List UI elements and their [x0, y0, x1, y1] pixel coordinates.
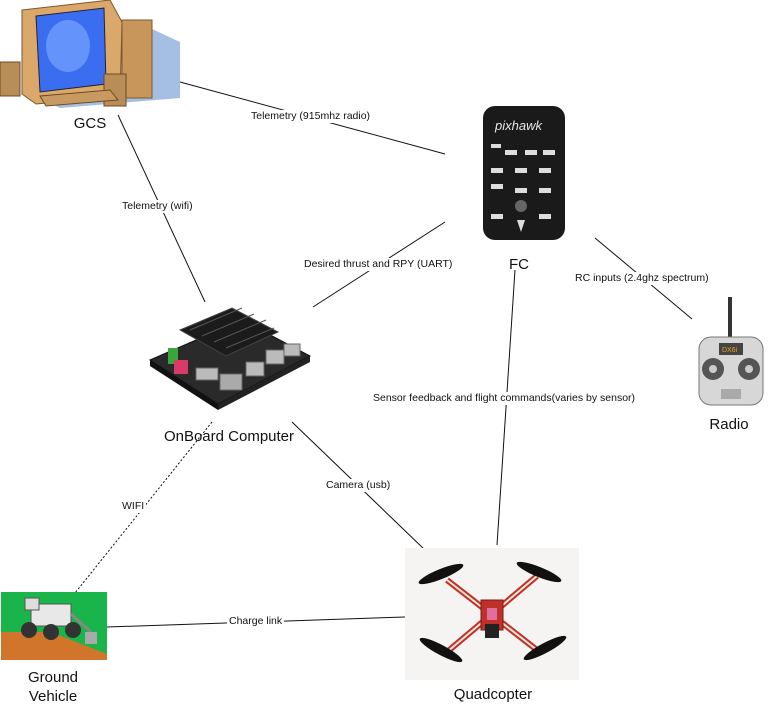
- ground-vehicle-label-line2: Vehicle: [28, 688, 78, 705]
- onboard-computer-label: OnBoard Computer: [163, 428, 295, 445]
- edge-label-ground-quad: Charge link: [227, 615, 285, 628]
- edge-label-gcs-fc: Telemetry (915mhz radio): [249, 110, 373, 123]
- single-board-computer-icon: [148, 307, 312, 410]
- rc-transmitter-icon: DX6i: [698, 297, 764, 406]
- edge-label-onboard-ground: WIFI: [120, 500, 147, 513]
- edge-label-fc-radio: RC inputs (2.4ghz spectrum): [573, 272, 711, 285]
- edge-label-onboard-quad: Camera (usb): [324, 479, 393, 492]
- ground-vehicle-label: Ground Vehicle: [10, 668, 96, 706]
- fc-label: FC: [509, 256, 529, 273]
- fc-brand-text: pixhawk: [494, 118, 543, 133]
- computer-icon: [0, 0, 180, 108]
- quadcopter-icon: [405, 548, 579, 680]
- quadcopter-label: Quadcopter: [453, 686, 533, 703]
- edge-fc-quad: [496, 269, 516, 546]
- radio-brand-text: DX6i: [722, 347, 738, 354]
- ground-vehicle-label-line1: Ground: [27, 669, 79, 686]
- edge-label-onboard-fc: Desired thrust and RPY (UART): [302, 258, 455, 271]
- gcs-label: GCS: [73, 115, 107, 132]
- edge-label-gcs-onboard: Telemetry (wifi): [120, 200, 195, 213]
- edge-label-fc-quad: Sensor feedback and flight commands(vari…: [371, 392, 638, 405]
- ground-robot-icon: [1, 592, 107, 660]
- flight-controller-icon: pixhawk: [483, 106, 565, 240]
- radio-label: Radio: [709, 416, 749, 433]
